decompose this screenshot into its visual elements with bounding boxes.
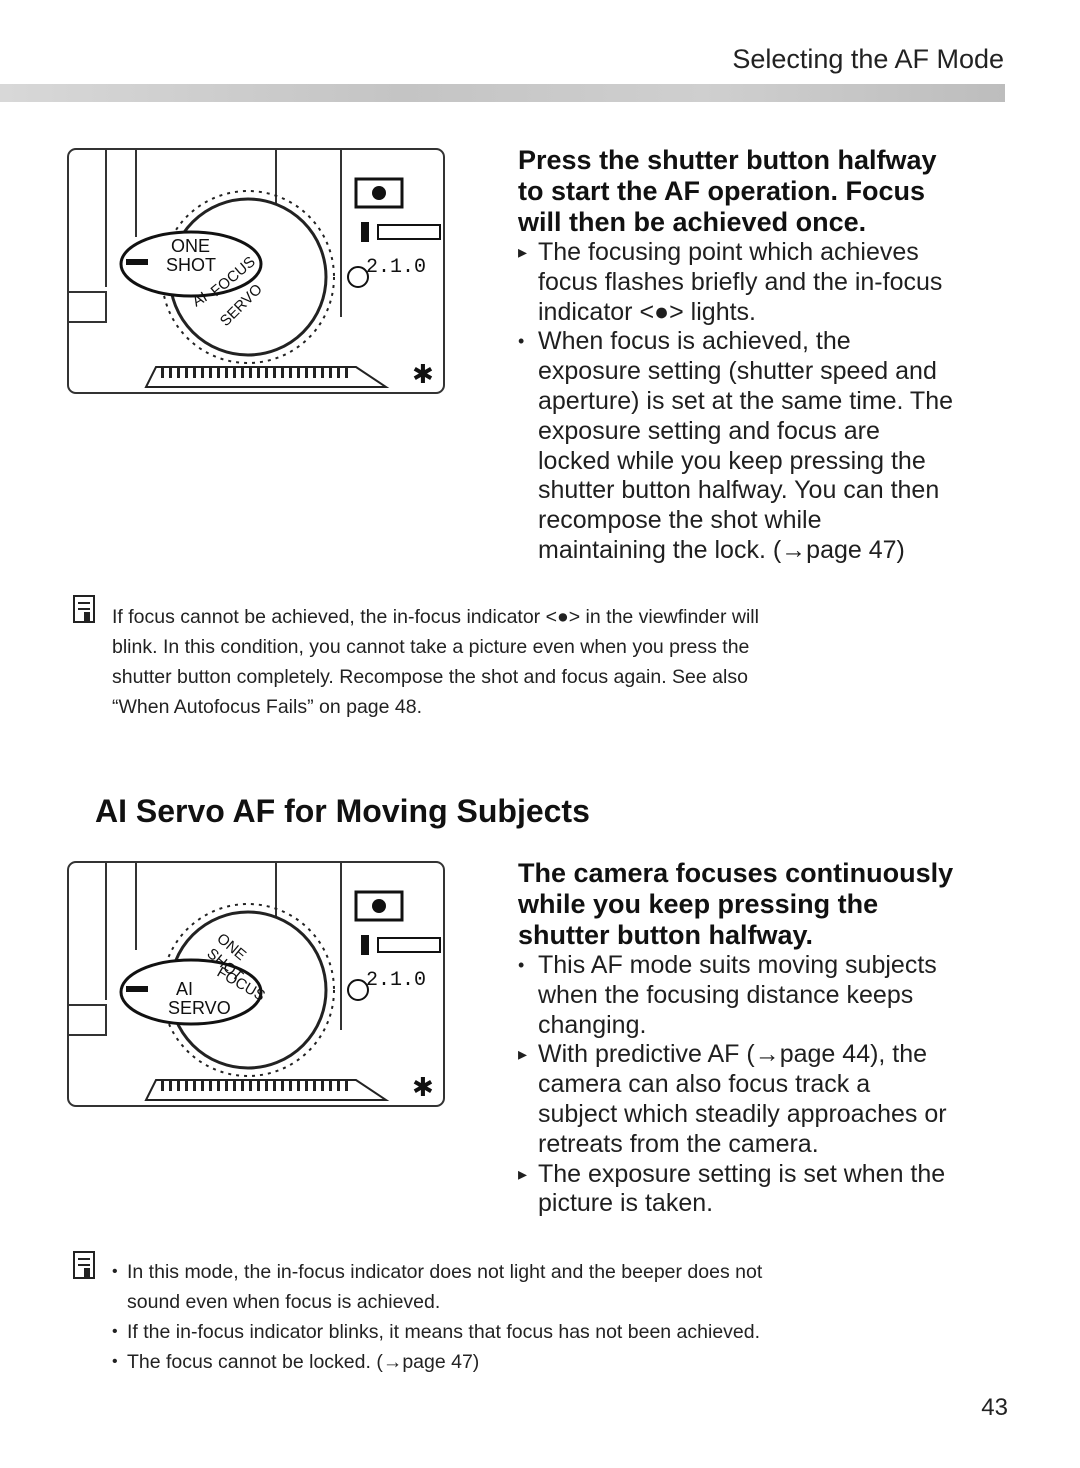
list-item: ▸ The exposure setting is set when the p… <box>518 1160 1018 1220</box>
lcd-readout: 2.1.0 <box>366 256 426 279</box>
ai-servo-bullets: • This AF mode suits moving subjects whe… <box>518 951 1018 1219</box>
note-line: If the in-focus indicator blinks, it mea… <box>127 1321 761 1343</box>
bullet-line: camera can also focus track a <box>538 1070 871 1099</box>
bullet-marker: ▸ <box>518 242 528 262</box>
page-number: 43 <box>981 1394 1008 1421</box>
section-title: AI Servo AF for Moving Subjects <box>95 793 590 829</box>
note-line: sound even when focus is achieved. <box>127 1291 441 1313</box>
list-item: • The focus cannot be locked. (→page 47) <box>112 1347 992 1377</box>
one-shot-note: If focus cannot be achieved, the in-focu… <box>112 602 992 722</box>
note-line: If focus cannot be achieved, the in-focu… <box>112 606 759 628</box>
star-symbol: ✱ <box>412 360 434 390</box>
bullet-marker: • <box>112 1323 118 1340</box>
lcd-readout: 2.1.0 <box>366 969 426 992</box>
bullet-line: indicator <●> lights. <box>538 297 756 326</box>
header-rule <box>0 84 1005 102</box>
bullet-marker: • <box>112 1353 118 1370</box>
dial-label-ai: AI <box>176 979 193 999</box>
bullet-line: focus flashes briefly and the in-focus <box>538 267 943 296</box>
bullet-line: picture is taken. <box>538 1189 714 1218</box>
bullet-line: recompose the shot while <box>538 506 822 535</box>
bullet-line: maintaining the lock. (→page 47) <box>538 535 905 564</box>
bullet-line: This AF mode suits moving subjects <box>538 951 937 979</box>
bullet-line: The focusing point which achieves <box>538 238 919 266</box>
list-item: ▸ With predictive AF (→page 44), the cam… <box>518 1040 1018 1159</box>
ai-servo-heading: The camera focuses continuously while yo… <box>518 858 1018 951</box>
heading-line: will then be achieved once. <box>518 207 867 237</box>
one-shot-bullets: ▸ The focusing point which achieves focu… <box>518 238 1018 566</box>
bullet-line: changing. <box>538 1010 647 1039</box>
star-symbol: ✱ <box>412 1073 434 1103</box>
one-shot-heading: Press the shutter button halfway to star… <box>518 145 1018 238</box>
note-line: In this mode, the in-focus indicator doe… <box>127 1261 763 1283</box>
dial-label-shot: SHOT <box>166 255 216 275</box>
bullet-line: When focus is achieved, the <box>538 327 851 356</box>
bullet-line: shutter button halfway. You can then <box>538 476 940 505</box>
bullet-line: With predictive AF (→page 44), the <box>538 1040 928 1069</box>
list-item: • If the in-focus indicator blinks, it m… <box>112 1317 992 1347</box>
note-icon <box>73 1251 95 1279</box>
heading-line: shutter button halfway. <box>518 920 813 950</box>
ai-servo-notes: • In this mode, the in-focus indicator d… <box>112 1257 992 1377</box>
bullet-line: exposure setting (shutter speed and <box>538 357 937 386</box>
bullet-marker: • <box>518 955 525 975</box>
bullet-line: exposure setting and focus are <box>538 416 880 445</box>
running-header: Selecting the AF Mode <box>732 44 1004 74</box>
list-item: ▸ The focusing point which achieves focu… <box>518 238 1018 327</box>
bullet-line: locked while you keep pressing the <box>538 446 926 475</box>
ai-servo-dial-illustration: ONE SHOT FOCUS AI SERVO 2.1.0 ✱ <box>67 861 445 1107</box>
bullet-marker: ▸ <box>518 1163 528 1184</box>
list-item: • This AF mode suits moving subjects whe… <box>518 951 1018 1040</box>
note-line: “When Autofocus Fails” on page 48. <box>112 696 423 718</box>
bullet-line: subject which steadily approaches or <box>538 1099 947 1128</box>
bullet-line: retreats from the camera. <box>538 1129 819 1158</box>
note-icon <box>73 595 95 623</box>
heading-line: while you keep pressing the <box>518 889 879 919</box>
list-item: • In this mode, the in-focus indicator d… <box>112 1257 992 1317</box>
bullet-line: The exposure setting is set when the <box>538 1159 946 1188</box>
heading-line: The camera focuses continuously <box>518 858 954 888</box>
one-shot-dial-illustration: ONE SHOT AI FOCUS SERVO 2.1.0 ✱ <box>67 148 445 394</box>
heading-line: Press the shutter button halfway <box>518 145 937 175</box>
heading-line: to start the AF operation. Focus <box>518 176 926 206</box>
bullet-line: aperture) is set at the same time. The <box>538 386 954 415</box>
note-line: blink. In this condition, you cannot tak… <box>112 636 750 658</box>
list-item: • When focus is achieved, the exposure s… <box>518 327 1018 565</box>
bullet-marker: • <box>518 331 525 352</box>
dial-label-servo: SERVO <box>168 998 231 1018</box>
bullet-line: when the focusing distance keeps <box>538 980 914 1009</box>
bullet-marker: • <box>112 1263 118 1280</box>
note-line: shutter button completely. Recompose the… <box>112 666 748 688</box>
note-line: The focus cannot be locked. (→page 47) <box>127 1351 480 1373</box>
bullet-marker: ▸ <box>518 1044 528 1065</box>
dial-label-one: ONE <box>171 236 210 256</box>
